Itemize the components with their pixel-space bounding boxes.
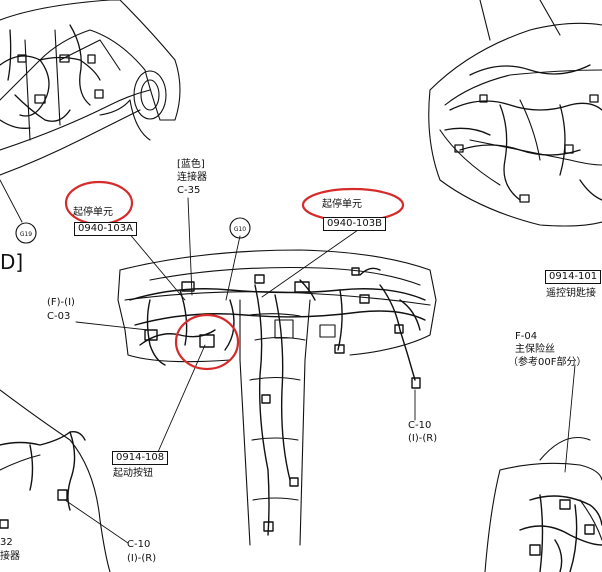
- right-unit-title: 起停单元: [322, 199, 362, 210]
- remote-key-code: 0914-101: [545, 270, 602, 284]
- left-edge-text: 接器: [0, 551, 20, 562]
- engine-illustration: [484, 436, 602, 572]
- start-button-code: 0914-108: [112, 451, 169, 465]
- start-button-text: 起动按钮: [113, 468, 153, 479]
- remote-key-text: 遥控钥匙接: [546, 288, 596, 299]
- main-fuse-label: 主保险丝: [515, 344, 555, 355]
- ir-left: (I)-(R): [127, 553, 157, 564]
- footwell-illustration: [0, 389, 111, 572]
- highlight-start-button: [174, 313, 240, 371]
- connector-c35: C-35: [177, 185, 201, 196]
- g10-label: G10: [234, 226, 246, 233]
- left-edge-bracket: D]: [0, 250, 24, 274]
- c03-label: C-03: [47, 311, 71, 322]
- left-unit-title: 起停单元: [73, 207, 113, 218]
- blue-tag: [蓝色]: [177, 159, 205, 170]
- dashboard-illustration: [117, 249, 437, 546]
- ref-00f-label: （参考00F部分）: [508, 357, 587, 368]
- connector-word: 连接器: [177, 172, 207, 183]
- leader-lines: [64, 197, 576, 544]
- dashboard-harness: [129, 267, 426, 536]
- g19-label: G19: [20, 231, 32, 238]
- ground-g19-circle: [15, 222, 37, 244]
- engine-harness: [519, 494, 602, 572]
- car-door-illustration: [0, 0, 181, 176]
- c10-left: C-10: [127, 539, 151, 550]
- f04-label: F-04: [515, 331, 538, 342]
- c10-right: C-10: [408, 420, 432, 431]
- footwell-harness: [0, 430, 86, 529]
- right-unit-code: 0940-103B: [323, 217, 387, 231]
- left-unit-code: 0940-103A: [74, 222, 137, 236]
- ground-g10-circle: [229, 217, 251, 239]
- car-rear-illustration: [428, 0, 602, 227]
- door-harness: [0, 24, 104, 129]
- fi-tag: (F)-(I): [47, 297, 75, 308]
- rear-harness: [444, 64, 602, 203]
- left-edge-num: 32: [0, 537, 13, 548]
- ir-right: (I)-(R): [408, 433, 438, 444]
